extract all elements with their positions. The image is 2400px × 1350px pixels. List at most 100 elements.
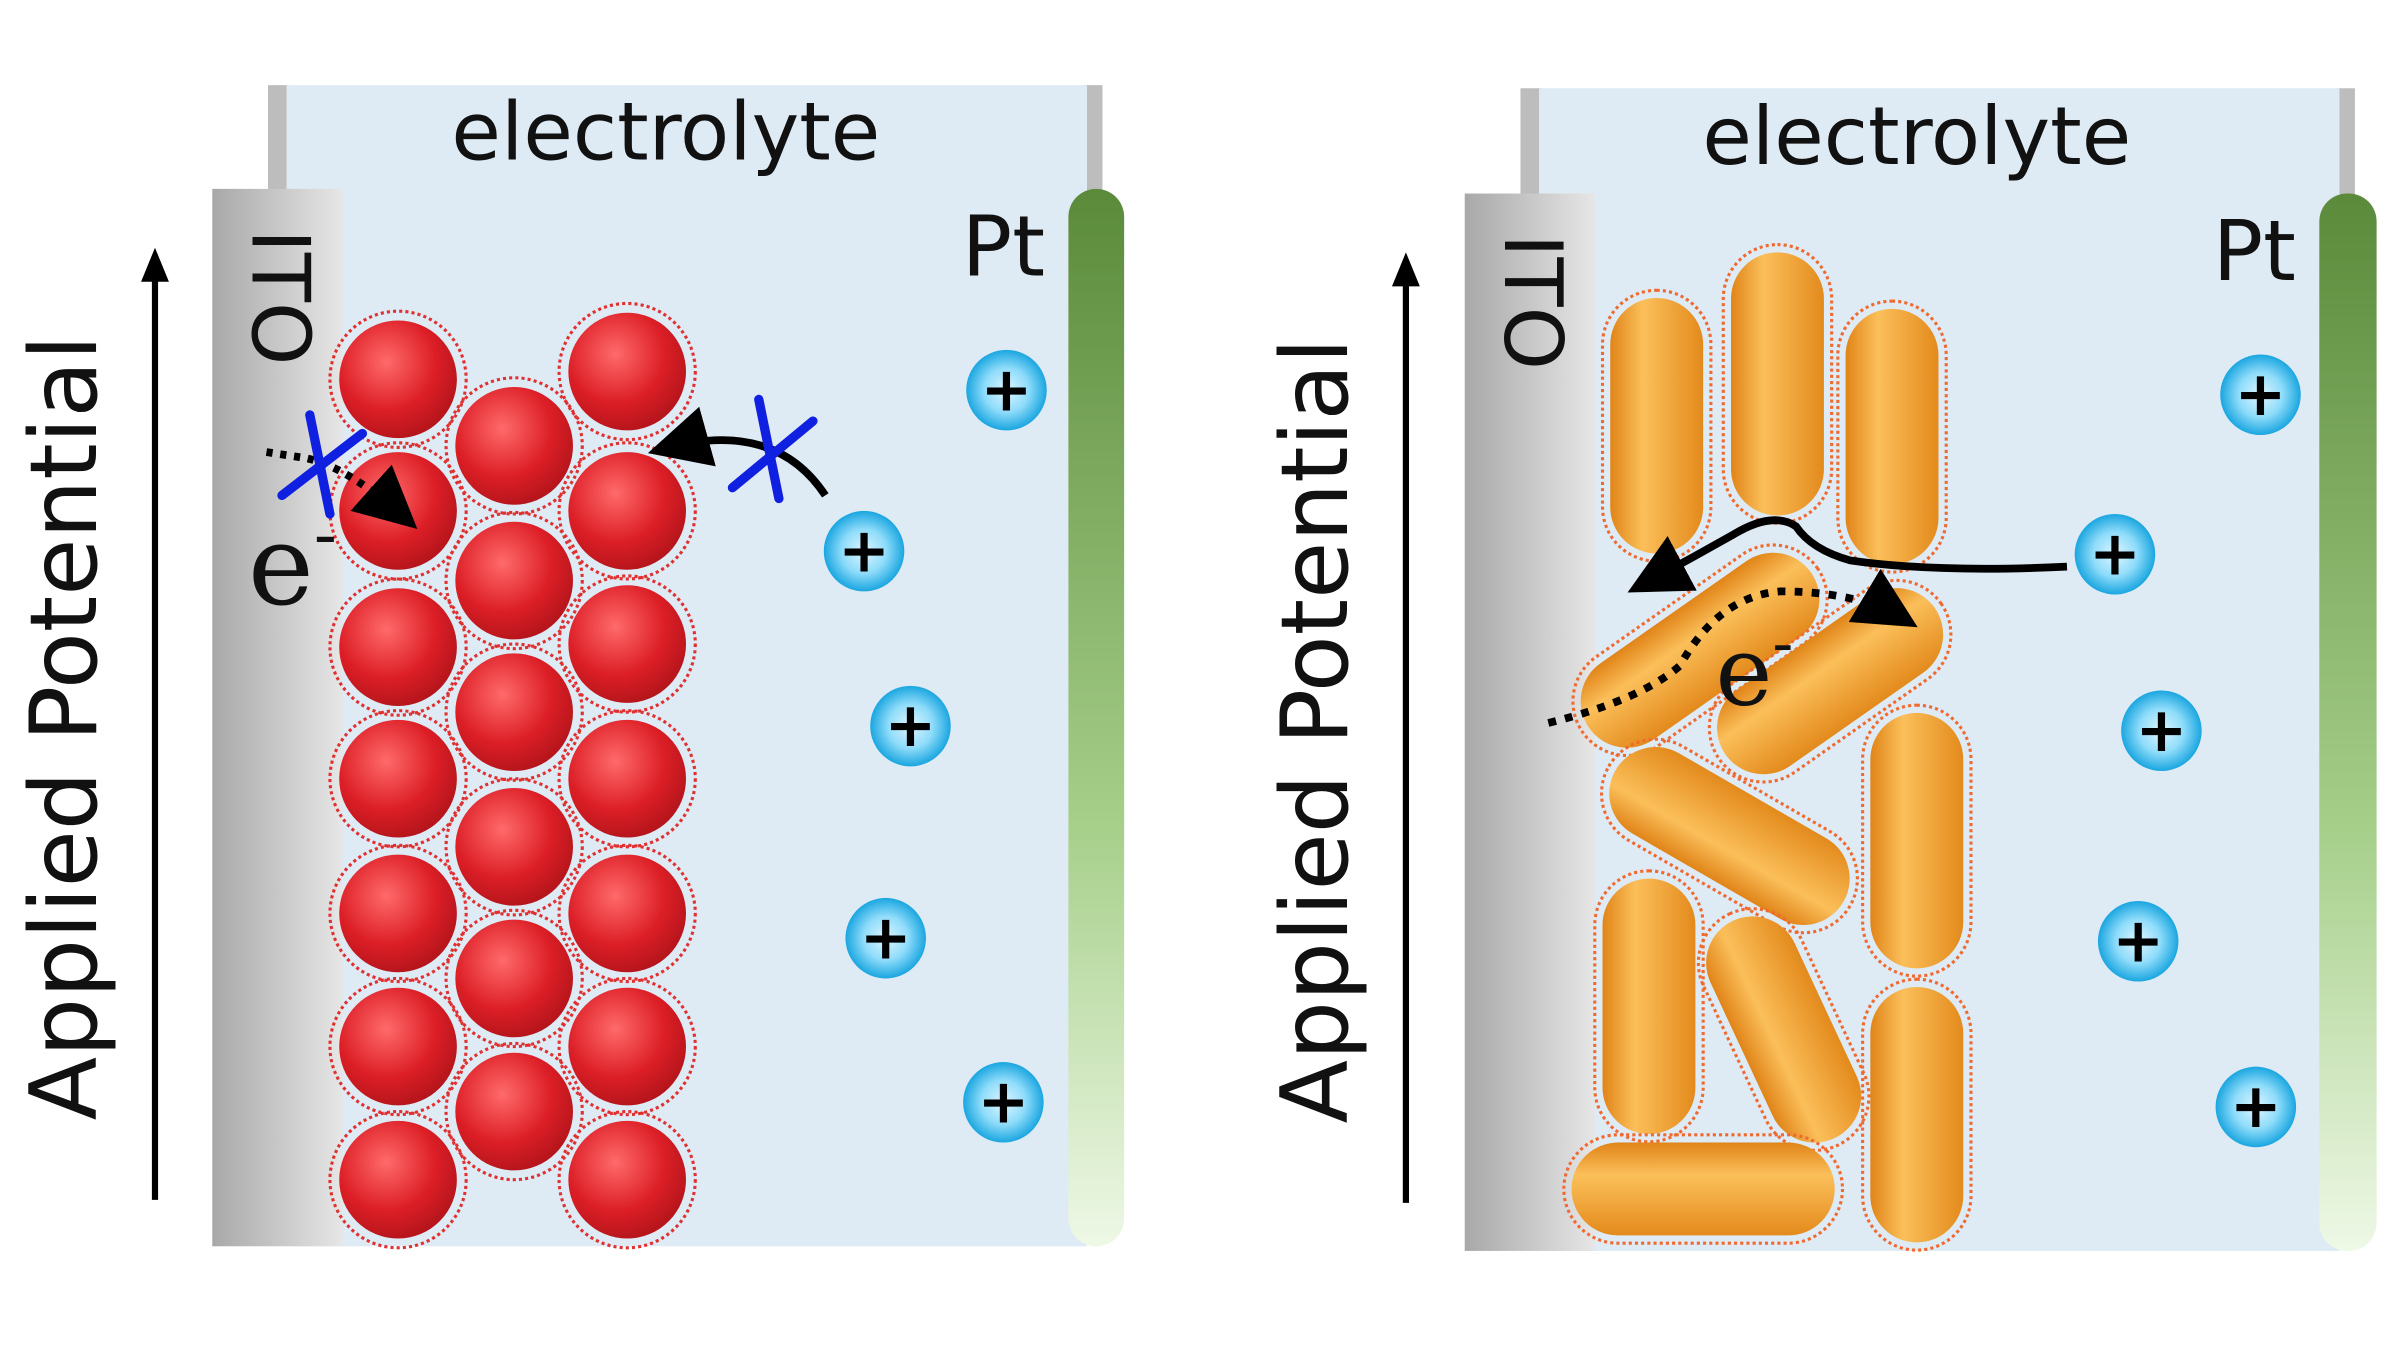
sphere-particle: [568, 312, 687, 431]
sphere-halo: [557, 709, 697, 849]
sphere-halo: [557, 843, 697, 984]
rod-particle: [1600, 288, 1713, 563]
sphere-halo: [444, 1041, 584, 1182]
sphere-particle: [455, 521, 573, 640]
rod-particle: [1861, 977, 1973, 1252]
pt-electrode: [2319, 193, 2377, 1251]
sphere-particle: [339, 987, 457, 1106]
sphere-particle: [455, 387, 573, 505]
cell-wall-right: [1083, 85, 1103, 194]
blocked-x-icon: [727, 394, 818, 504]
ion-symbol: +: [838, 514, 890, 586]
sphere-halo: [557, 441, 697, 581]
rod-particle: [1562, 1133, 1845, 1245]
cell-wall-left: [268, 85, 290, 194]
ion-symbol: +: [860, 901, 912, 973]
sphere-particle: [568, 719, 687, 838]
cation-icon: +: [2074, 513, 2156, 595]
rod-particle: [1721, 243, 1834, 525]
cation-icon: +: [823, 510, 905, 592]
panel-rods: electrolyte Pt ITO Applied Potential +++…: [1261, 88, 2377, 1252]
electrolyte-label: electrolyte: [451, 84, 880, 178]
cation-icon: +: [870, 685, 951, 767]
electron-label: e-: [248, 495, 337, 630]
cation-icon: +: [2121, 690, 2202, 771]
cation-icon: +: [2220, 354, 2301, 436]
sphere-halo: [557, 301, 697, 442]
ion-symbol: +: [2089, 517, 2141, 589]
rod-particle: [1836, 299, 1948, 574]
sphere-particle: [455, 919, 573, 1038]
cation-icon: +: [2097, 901, 2179, 982]
ions: + + + + +: [2074, 354, 2301, 1148]
sphere-particles: [328, 301, 697, 1250]
sphere-particle: [339, 719, 457, 838]
rod-particles: [1562, 243, 1973, 1252]
potential-arrow-head: [1391, 252, 1420, 287]
cation-icon: +: [2215, 1066, 2297, 1148]
ion-symbol: +: [2235, 358, 2287, 430]
sphere-halo: [444, 777, 584, 917]
ion-path-arrow: [647, 406, 829, 498]
rod-particle: [1707, 578, 1953, 784]
sphere-halo: [328, 976, 468, 1117]
ion-symbol: +: [885, 689, 937, 761]
ito-label: ITO: [234, 229, 328, 365]
rod-particle: [1599, 737, 1859, 935]
ion-symbol: +: [2230, 1070, 2282, 1142]
sphere-halo: [328, 309, 468, 449]
cation-icon: +: [963, 1062, 1044, 1143]
ion-symbol: +: [977, 1065, 1029, 1137]
electron-label: e-: [1716, 607, 1794, 727]
pt-label: Pt: [962, 198, 1045, 296]
sphere-halo: [444, 908, 584, 1049]
ions: + + + + +: [823, 349, 1047, 1143]
sphere-particle: [568, 1120, 687, 1239]
sphere-halo: [328, 843, 468, 984]
ito-electrode: [1464, 193, 1595, 1251]
sphere-particle: [339, 854, 457, 973]
sphere-particle: [339, 452, 457, 570]
ion-symbol: +: [2135, 694, 2187, 766]
applied-potential-label: Applied Potential: [1261, 338, 1369, 1124]
sphere-halo: [557, 976, 697, 1117]
sphere-particle: [568, 585, 687, 703]
sphere-halo: [444, 642, 584, 782]
blocked-x-icon: [277, 410, 368, 519]
sphere-particle: [455, 788, 573, 906]
sphere-halo: [557, 574, 697, 714]
sphere-halo: [444, 510, 584, 651]
rod-particle: [1861, 703, 1973, 978]
electrolyte-label: electrolyte: [1702, 89, 2131, 183]
cell-wall-right: [2336, 88, 2355, 197]
sphere-particle: [568, 452, 687, 570]
cation-icon: +: [966, 349, 1047, 431]
sphere-halo: [328, 709, 468, 849]
ion-path-arrow: [1627, 516, 2068, 593]
ion-symbol: +: [2112, 904, 2164, 976]
sphere-particle: [568, 854, 687, 973]
sphere-halo: [557, 1110, 697, 1250]
electron-path-dotted: [1547, 568, 1918, 727]
cell-wall-left: [1520, 88, 1543, 197]
sphere-halo: [328, 441, 468, 581]
sphere-halo: [328, 1110, 468, 1250]
sphere-particle: [568, 987, 687, 1106]
potential-arrow-head: [141, 247, 169, 282]
sphere-particle: [339, 320, 457, 439]
sphere-particle: [455, 653, 573, 771]
rod-particle: [1696, 907, 1871, 1152]
sphere-particle: [455, 1052, 573, 1171]
sphere-particle: [339, 1120, 457, 1239]
sphere-halo: [444, 376, 584, 516]
electron-path-dotted: [265, 448, 418, 529]
ito-electrode: [212, 188, 343, 1247]
rod-particle: [1593, 869, 1705, 1144]
cation-icon: +: [845, 897, 926, 979]
pt-electrode: [1068, 188, 1125, 1247]
applied-potential-label: Applied Potential: [10, 335, 118, 1121]
ion-symbol: +: [981, 353, 1033, 425]
ito-label: ITO: [1486, 234, 1580, 370]
panel-spheres: electrolyte Pt ITO Applied Potential +++…: [10, 84, 1125, 1250]
